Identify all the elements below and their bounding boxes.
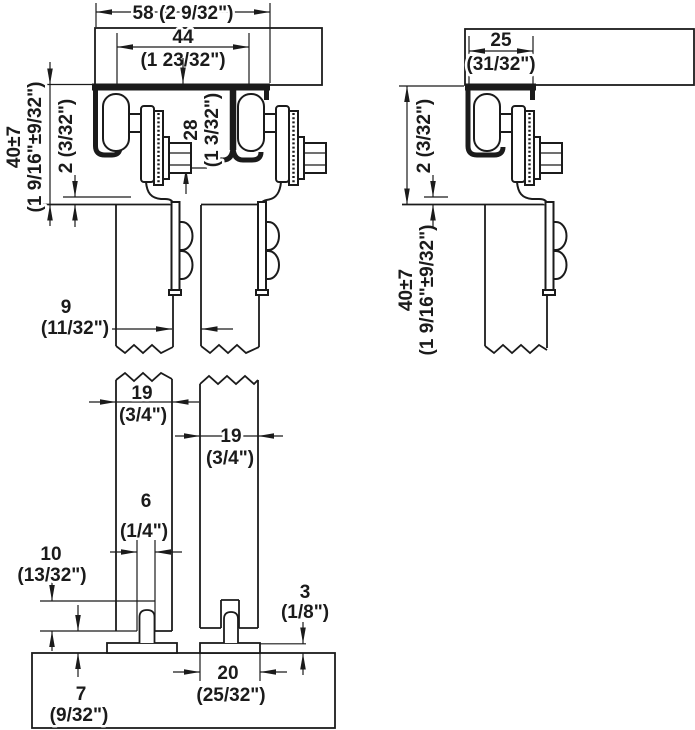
dim-19-mm: 19 <box>131 383 152 404</box>
strap-foot <box>255 289 269 296</box>
dim-3-mm: 3 <box>300 582 311 603</box>
break-line <box>115 371 173 383</box>
door-panel <box>484 205 548 355</box>
left-hanger-strap <box>145 181 194 296</box>
strap-foot <box>542 289 556 296</box>
hanger-assembly <box>472 92 564 187</box>
dimension-floor-clearance: 7 (9/32") <box>47 605 111 729</box>
dim-2-label: 2 (3/32") <box>414 99 435 174</box>
dim-10-in: (13/32") <box>17 565 86 586</box>
floor-guide-pin <box>138 609 156 643</box>
dim-40-mm: 40±7 <box>396 269 417 311</box>
dimension-single-track-width: 25 (31/32") <box>464 28 538 97</box>
guide-notch <box>220 599 240 628</box>
dimension-door-thickness-right: 19 (3/4") <box>175 424 283 472</box>
dim-19-in: (3/4") <box>206 448 254 469</box>
floor-guide-plate <box>106 642 178 654</box>
floor-guide-pin <box>223 611 239 643</box>
dim-19-mm: 19 <box>220 426 241 447</box>
dim-40-mm: 40±7 <box>4 126 25 168</box>
mounting-screw <box>178 221 194 251</box>
hanger-face-plate <box>170 201 181 291</box>
break-line <box>200 343 260 355</box>
right-hanger-assembly <box>236 92 328 187</box>
dim-6-in: (1/4") <box>120 521 168 542</box>
mounting-screw <box>552 250 568 280</box>
hanger-face-plate <box>257 201 267 291</box>
dim-6-mm: 6 <box>141 491 152 512</box>
right-door-panel <box>200 205 260 355</box>
dim-9-mm: 9 <box>61 297 72 318</box>
single-track-section-view: 25 (31/32") 40±7 <box>394 28 695 358</box>
dimension-install-height-left: 40±7 (1 9/16"±9/32") <box>2 62 94 226</box>
hanger-strap <box>516 181 568 296</box>
dim-9-in: (11/32") <box>41 318 109 339</box>
dimension-track-height: 28 (1 3/32") <box>176 58 226 194</box>
dimension-install-height-right: 40±7 (1 9/16"±9/32") <box>394 85 464 358</box>
dimension-guide-plate-height: 3 (1/8") <box>278 580 332 675</box>
dim-10-mm: 10 <box>40 544 61 565</box>
dim-40-in: (1 9/16"±9/32") <box>417 225 438 356</box>
strap-foot <box>168 289 182 296</box>
dimension-groove-depth: 10 (13/32") <box>15 542 89 651</box>
header-board <box>94 27 323 86</box>
dimension-door-thickness-left: 19 (3/4") <box>89 381 199 429</box>
dim-58-label: 58 (2 9/32") <box>133 3 234 24</box>
dim-19-in: (3/4") <box>119 405 167 426</box>
dim-20-in: (25/32") <box>196 685 265 706</box>
dimension-clearance-right: 2 (3/32") <box>412 96 448 227</box>
dim-25-in: (31/32") <box>466 54 535 75</box>
dim-20-mm: 20 <box>217 663 238 684</box>
dim-25-mm: 25 <box>490 30 512 51</box>
dimension-track-width: 58 (2 9/32") <box>95 1 271 83</box>
double-track-section-view: 58 (2 9/32") 44 (1 23/32") 28 (1 <box>2 1 328 355</box>
dimension-door-gap: 9 (11/32") <box>38 295 233 342</box>
mounting-screw <box>265 221 280 251</box>
floor-guide-plate <box>199 642 261 654</box>
left-door-panel <box>115 205 174 355</box>
floor-guide-section-view: 19 (3/4") 19 (3/4") 6 (1/4") 10 (13/32") <box>15 371 336 729</box>
mounting-screw <box>265 250 280 280</box>
hanger-face-plate <box>544 201 555 291</box>
dimension-guide-plate-width: 20 (25/32") <box>173 654 287 709</box>
right-door-panel-bottom <box>199 374 259 629</box>
dim-7-in: (9/32") <box>50 705 109 726</box>
mounting-screw <box>552 221 568 251</box>
mounting-screw <box>178 250 194 280</box>
floor <box>31 652 336 729</box>
break-line <box>115 343 174 355</box>
dim-7-mm: 7 <box>76 684 87 705</box>
left-hanger-assembly <box>101 92 193 187</box>
dimension-clearance-left: 2 (3/32") <box>54 96 131 227</box>
single-track-profile <box>465 83 536 158</box>
dim-44-mm: 44 <box>172 27 194 48</box>
left-door-panel-bottom <box>115 371 173 632</box>
dim-28-mm: 28 <box>181 119 202 140</box>
dim-2-label: 2 (3/32") <box>56 99 77 174</box>
break-line <box>484 343 548 355</box>
break-line <box>199 374 259 386</box>
dim-40-in: (1 9/16"±9/32") <box>25 82 46 213</box>
dimension-groove-width: 6 (1/4") <box>110 489 182 555</box>
right-hanger-strap <box>255 181 282 296</box>
dim-28-in: (1 3/32") <box>202 93 223 168</box>
dim-3-in: (1/8") <box>281 602 329 623</box>
header-board <box>464 28 695 86</box>
